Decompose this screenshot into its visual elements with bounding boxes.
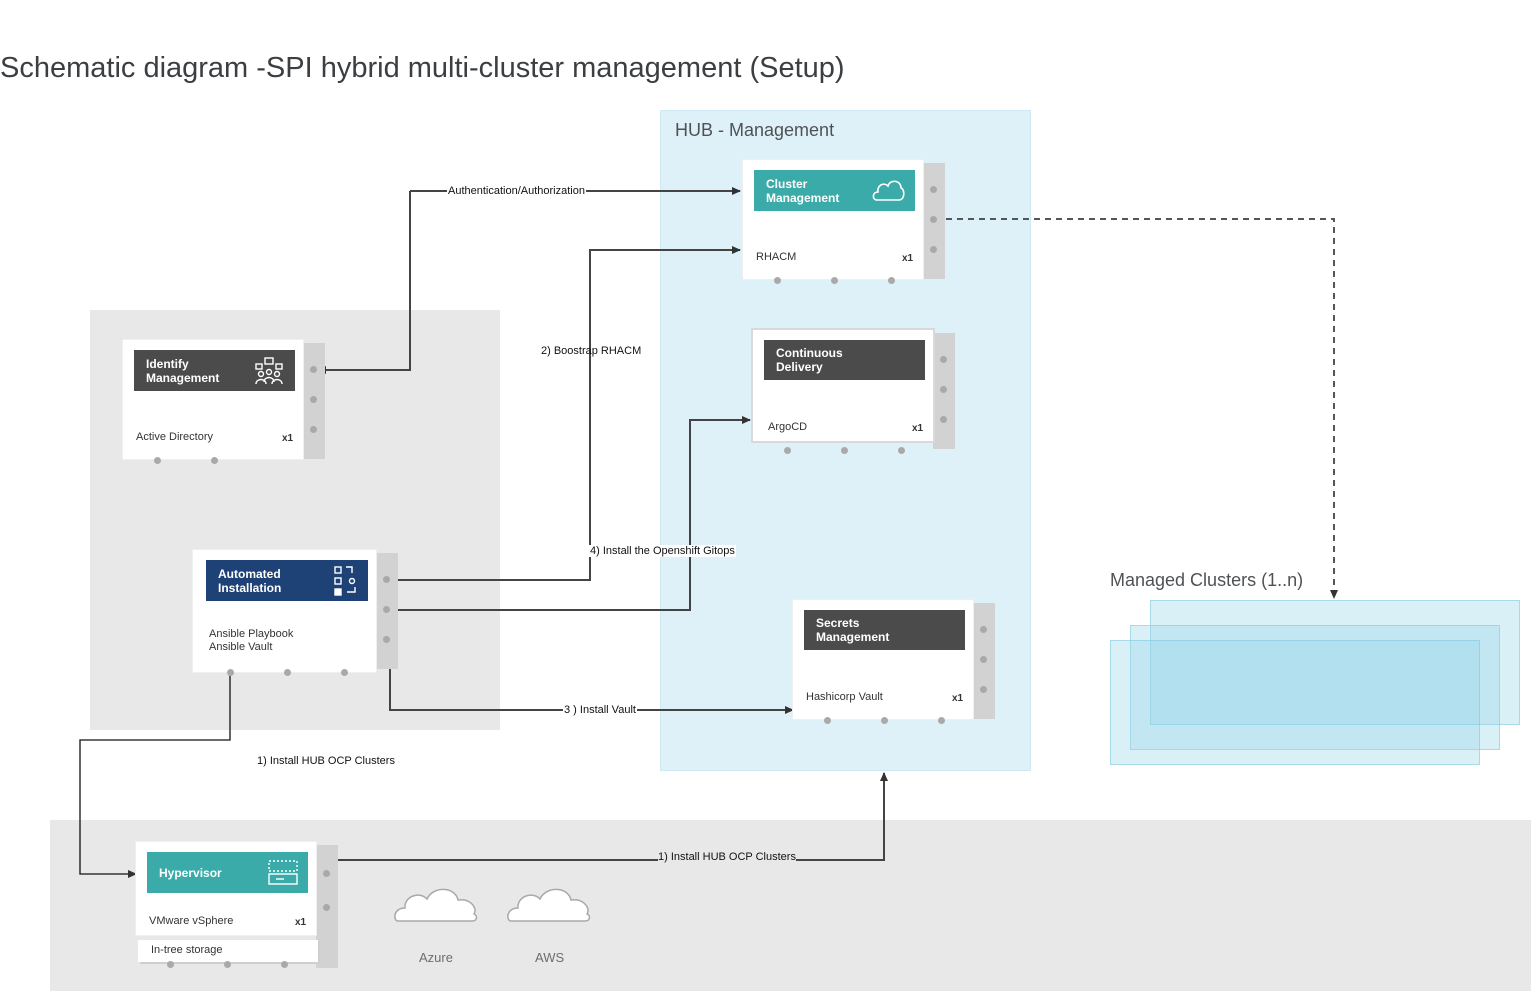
identity-management-sub: Active Directory [136, 431, 214, 443]
managed-cluster-middle [1130, 625, 1500, 750]
managed-cluster-back [1150, 600, 1520, 725]
cluster-management-sub: RHACM [756, 251, 797, 263]
azure-cloud-icon [394, 888, 478, 922]
secrets-management-card[interactable]: Secrets Management Hashicorp Vault x1 [793, 600, 995, 724]
secrets-management-title: Secrets Management [816, 616, 890, 644]
server-icon [268, 859, 298, 885]
hub-zone-label: HUB - Management [675, 120, 835, 140]
hypervisor-title: Hypervisor [159, 865, 222, 880]
cluster-management-header: Cluster Management [754, 170, 915, 211]
hypervisor-storage-label: In-tree storage [151, 944, 223, 956]
automated-installation-title: Automated Installation [218, 566, 282, 595]
hypervisor-storage: In-tree storage [138, 940, 318, 962]
edge-label-bootstrap: 2) Boostrap RHACM [541, 345, 642, 357]
cluster-management-title: Cluster Management [766, 176, 840, 205]
aws-cloud-icon [507, 888, 591, 922]
identity-management-header: Identify Management [134, 350, 295, 391]
managed-cluster-front [1110, 640, 1480, 765]
hypervisor-card[interactable]: Hypervisor VMware vSphere x1 In-tree sto… [136, 842, 338, 970]
continuous-delivery-count: x1 [912, 423, 924, 434]
identity-management-count: x1 [282, 433, 294, 444]
edge-label-hub-ocp-left: 1) Install HUB OCP Clusters [257, 755, 395, 767]
secrets-management-count: x1 [952, 693, 964, 704]
edge-label-gitops: 4) Install the Openshift Gitops [589, 545, 736, 557]
edge-label-hub-ocp-bottom: 1) Install HUB OCP Clusters [658, 851, 796, 863]
edge-gitops [385, 416, 751, 611]
edge-hub-ocp-left [79, 670, 231, 878]
diagram-title: Schematic diagram -SPI hybrid multi-clus… [0, 52, 845, 84]
hypervisor-sub: VMware vSphere [149, 915, 234, 927]
cloud-icon [872, 180, 905, 201]
cluster-management-card[interactable]: Cluster Management RHACM x1 [743, 160, 945, 284]
users-icon [255, 356, 283, 384]
cluster-management-count: x1 [902, 253, 914, 264]
aws-label: AWS [535, 950, 565, 965]
azure-label: Azure [419, 950, 453, 965]
edge-bootstrap [385, 246, 741, 581]
automated-installation-sub: Ansible Playbook Ansible Vault [209, 628, 294, 653]
edge-managed-dashed [935, 218, 1338, 599]
identity-management-title: Identify Management [146, 356, 220, 385]
edge-auth [317, 191, 411, 374]
secrets-management-sub: Hashicorp Vault [806, 691, 883, 703]
edge-label-vault: 3 ) Install Vault [563, 704, 637, 716]
continuous-delivery-sub: ArgoCD [768, 421, 808, 433]
edge-label-auth: Authentication/Authorization [447, 185, 586, 197]
continuous-delivery-card[interactable]: Continuous Delivery ArgoCD x1 [753, 330, 955, 454]
identity-management-card[interactable]: Identify Management Active Directory x1 [123, 340, 325, 464]
continuous-delivery-title: Continuous Delivery [776, 346, 843, 374]
hypervisor-header: Hypervisor [147, 852, 308, 893]
secrets-management-header: Secrets Management [804, 610, 965, 650]
automation-icon [334, 565, 356, 596]
managed-clusters-label: Managed Clusters (1..n) [1110, 570, 1304, 590]
hypervisor-count: x1 [295, 917, 307, 928]
automated-installation-header: Automated Installation [206, 560, 368, 601]
automated-installation-card[interactable]: Automated Installation Ansible Playbook … [193, 550, 398, 676]
continuous-delivery-header: Continuous Delivery [764, 340, 925, 380]
edge-vault [389, 640, 794, 714]
edge-hub-ocp-bottom [326, 772, 888, 874]
